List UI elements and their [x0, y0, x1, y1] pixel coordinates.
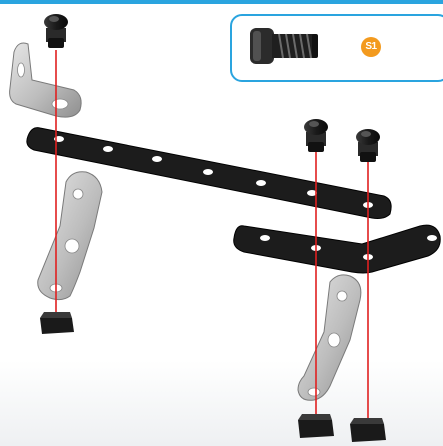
left-standing-bracket	[38, 172, 102, 300]
screw-right-a-icon	[304, 119, 328, 152]
screw-left-icon	[44, 14, 68, 48]
square-nut-left-icon	[40, 312, 74, 334]
square-nut-right-a-icon	[298, 414, 334, 438]
part-code-badge: S1	[361, 37, 381, 57]
left-top-angle-bracket	[10, 43, 82, 117]
right-standing-bracket	[298, 275, 361, 400]
screw-right-b-icon	[356, 129, 380, 162]
square-nut-right-b-icon	[350, 418, 386, 442]
short-angled-plate	[234, 225, 441, 273]
parts-callout	[230, 14, 443, 82]
